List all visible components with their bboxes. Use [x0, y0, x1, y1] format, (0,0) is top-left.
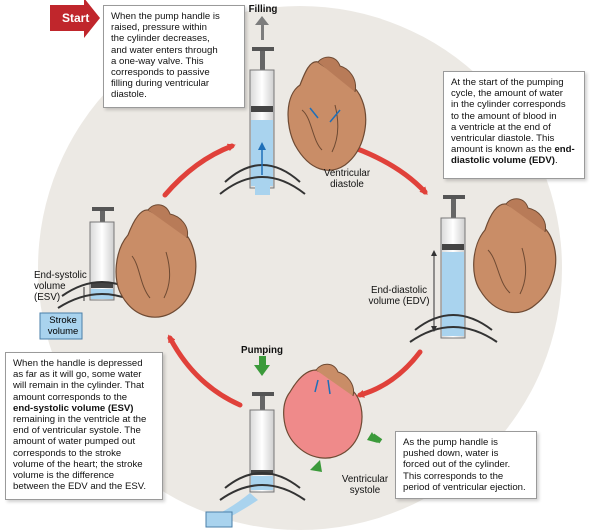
- start-arrow: [50, 0, 100, 38]
- textbox-line: When the handle is depressed: [13, 358, 143, 369]
- textbox-line: between the EDV and the ESV.: [13, 481, 146, 493]
- heart-diastole: [287, 56, 367, 171]
- textbox-line: corresponds to passive: [111, 67, 210, 79]
- label-line: Ventricular: [323, 168, 371, 179]
- textbox-line: amount corresponds to the: [13, 391, 128, 403]
- stroke-volume-label: Stroke volume: [44, 315, 82, 337]
- background-circle: [38, 6, 562, 530]
- textbox-text: .: [554, 155, 558, 167]
- label-line: volume: [34, 281, 66, 292]
- textbox-line: will remain in the cylinder. That: [13, 380, 144, 392]
- pump-bottom: [205, 356, 306, 528]
- textbox-line: volume is the difference: [13, 470, 115, 482]
- heart-esv: [115, 204, 197, 318]
- textbox-line: This corresponds to the: [403, 470, 504, 482]
- esv-term: end-systolic volume (ESV): [13, 402, 134, 414]
- edv-term-part2: diastolic volume (EDV): [451, 155, 555, 167]
- label-line: End-diastolic: [370, 285, 428, 296]
- pump-right: [409, 195, 498, 343]
- arrow-diastole-to-edv: [352, 145, 428, 195]
- textbox-line: ventricular diastole. This: [451, 133, 555, 145]
- filling-label: Filling: [248, 4, 278, 15]
- label-line: volume (EDV): [368, 296, 430, 307]
- label-line: diastole: [330, 179, 364, 190]
- heart-edv: [473, 198, 557, 314]
- arrow-esv-to-diastole: [162, 143, 236, 198]
- textbox-text: amount is known as the: [451, 144, 552, 156]
- textbox-line: a ventricle at the end of: [451, 121, 551, 133]
- arrow-edv-to-systole: [356, 349, 423, 398]
- textbox-line: the cylinder decreases,: [111, 33, 210, 45]
- textbox-line: remaining in the ventricle at the: [13, 414, 147, 426]
- textbox-line: filling during ventricular: [111, 78, 210, 90]
- textbox-line: and water enters through: [111, 44, 218, 56]
- cycle-arrows: [162, 143, 428, 408]
- textbox-line: end-systolic volume (ESV): [13, 403, 155, 414]
- esv-label: End-systolic volume (ESV): [34, 270, 96, 303]
- textbox-line: As the pump handle is: [403, 437, 498, 448]
- filling-up-arrow: [255, 16, 269, 25]
- textbox-filling: When the pump handle is raised, pressure…: [103, 5, 245, 108]
- pumping-down-arrow: [254, 365, 270, 376]
- textbox-ejection: As the pump handle is pushed down, water…: [395, 431, 537, 499]
- ventricular-diastole-label: Ventricular diastole: [312, 168, 382, 190]
- textbox-line: diastole.: [111, 89, 147, 101]
- textbox-line: in the cylinder corresponds: [451, 99, 566, 111]
- label-line: volume: [47, 325, 79, 337]
- label-line: End-systolic: [34, 270, 87, 281]
- start-label: Start: [62, 11, 90, 25]
- label-line: (ESV): [34, 292, 61, 303]
- textbox-line: corresponds to the stroke: [13, 447, 122, 459]
- textbox-line: a one-way valve. This: [111, 55, 204, 67]
- textbox-line: amount is known as the end-: [451, 144, 577, 155]
- textbox-line: as far as it will go, some water: [13, 369, 142, 381]
- pump-top: [219, 16, 306, 195]
- label-line: Stroke: [49, 315, 77, 326]
- textbox-line: amount of water pumped out: [13, 436, 136, 448]
- textbox-line: to the amount of blood in: [451, 110, 557, 122]
- edv-label: End-diastolic volume (EDV): [363, 285, 435, 307]
- ventricular-systole-label: Ventricular systole: [330, 474, 400, 496]
- textbox-line: end of ventricular systole. The: [13, 425, 141, 437]
- label-line: systole: [349, 485, 381, 496]
- green-arrow-left: [310, 460, 322, 472]
- textbox-line: pushed down, water is: [403, 448, 499, 460]
- textbox-line: forced out of the cylinder.: [403, 459, 511, 471]
- label-line: Ventricular: [341, 474, 389, 485]
- edv-term-part1: end-: [554, 144, 575, 156]
- stroke-volume-box: [39, 312, 83, 340]
- textbox-line: cycle, the amount of water: [451, 88, 563, 100]
- textbox-line: volume of the heart; the stroke: [13, 458, 143, 470]
- textbox-line: period of ventricular ejection.: [403, 481, 526, 493]
- textbox-line: When the pump handle is: [111, 11, 220, 22]
- textbox-esv: When the handle is depressed as far as i…: [5, 352, 163, 500]
- arrow-systole-to-esv: [167, 334, 243, 408]
- pumping-label: Pumping: [241, 345, 283, 356]
- textbox-line: raised, pressure within: [111, 22, 207, 34]
- textbox-edv: At the start of the pumping cycle, the a…: [443, 71, 585, 179]
- textbox-line: diastolic volume (EDV).: [451, 155, 577, 166]
- textbox-line: At the start of the pumping: [451, 77, 564, 88]
- heart-systole: [283, 363, 363, 459]
